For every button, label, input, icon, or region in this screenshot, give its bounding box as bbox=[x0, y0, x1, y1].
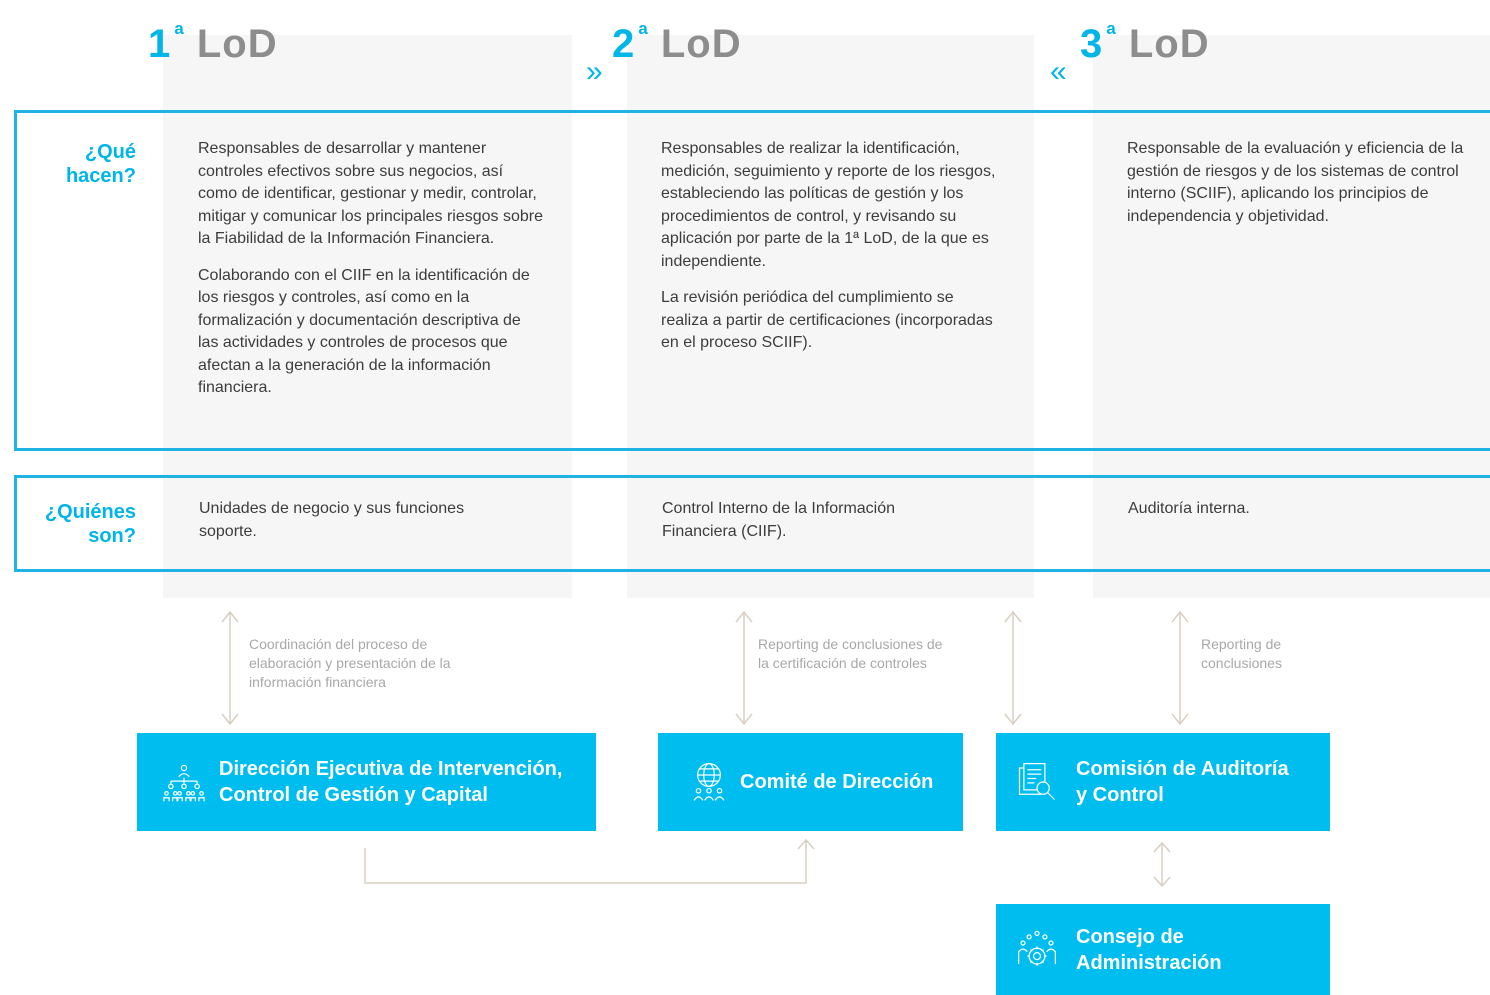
box-direccion-line2: Control de Gestión y Capital bbox=[219, 784, 488, 806]
box-consejo-line1: Consejo de bbox=[1076, 925, 1184, 948]
column-bg-1lod bbox=[163, 35, 572, 598]
box-comision-line2: y Control bbox=[1076, 784, 1164, 806]
double-arrow-comision-2lod bbox=[1004, 610, 1022, 726]
note-reporting-conclusiones: Reporting de conclusiones bbox=[1201, 636, 1282, 671]
note-reporting-certificacion: Reporting de conclusiones de la certific… bbox=[758, 636, 943, 671]
box-comision-line1: Comisión de Auditoría bbox=[1076, 758, 1289, 780]
note-coordinacion: Coordinación del proceso de elaboración … bbox=[249, 636, 451, 690]
band-que-hacen bbox=[14, 110, 1490, 451]
double-arrow-1lod bbox=[221, 610, 239, 726]
box-comision-auditoria: Comisión de Auditoría y Control bbox=[996, 733, 1330, 831]
box-direccion-line1: Dirección Ejecutiva de Intervención, bbox=[219, 758, 563, 780]
quienes-son-1lod: Unidades de negocio y sus funciones sopo… bbox=[199, 500, 465, 540]
double-arrow-comision-consejo bbox=[1153, 841, 1171, 888]
globe-people-icon bbox=[693, 763, 725, 801]
document-search-icon bbox=[1018, 763, 1055, 800]
que-hacen-3lod: Responsable de la evaluación y eficienci… bbox=[1127, 140, 1464, 225]
box-direccion-ejecutiva: Dirección Ejecutiva de Intervención, Con… bbox=[137, 733, 596, 831]
people-gear-icon bbox=[1018, 930, 1056, 966]
box-consejo-administracion: Consejo de Administración bbox=[996, 904, 1330, 995]
box-consejo-line2: Administración bbox=[1076, 951, 1222, 974]
que-hacen-2lod: Responsables de realizar la identificaci… bbox=[661, 140, 996, 351]
box-comite-line1: Comité de Dirección bbox=[740, 771, 934, 793]
column-bg-2lod bbox=[627, 35, 1034, 598]
column-bg-3lod bbox=[1093, 35, 1490, 598]
chevron-right-icon: » bbox=[586, 55, 603, 88]
row-label-que-hacen: ¿Qué hacen? bbox=[65, 141, 136, 187]
double-arrow-2lod bbox=[735, 610, 753, 726]
box-comite-direccion: Comité de Dirección bbox=[658, 733, 963, 831]
chevron-left-icon: « bbox=[1050, 55, 1067, 88]
arrow-direccion-to-comite bbox=[364, 838, 815, 884]
double-arrow-3lod bbox=[1171, 610, 1189, 726]
quienes-son-2lod: Control Interno de la Información Financ… bbox=[662, 500, 896, 540]
que-hacen-1lod: Responsables de desarrollar y mantener c… bbox=[198, 140, 544, 396]
row-label-quienes-son: ¿Quiénes son? bbox=[44, 501, 136, 547]
band-quienes-son bbox=[14, 475, 1490, 572]
team-structure-icon bbox=[163, 764, 205, 802]
quienes-son-3lod: Auditoría interna. bbox=[1128, 500, 1250, 517]
